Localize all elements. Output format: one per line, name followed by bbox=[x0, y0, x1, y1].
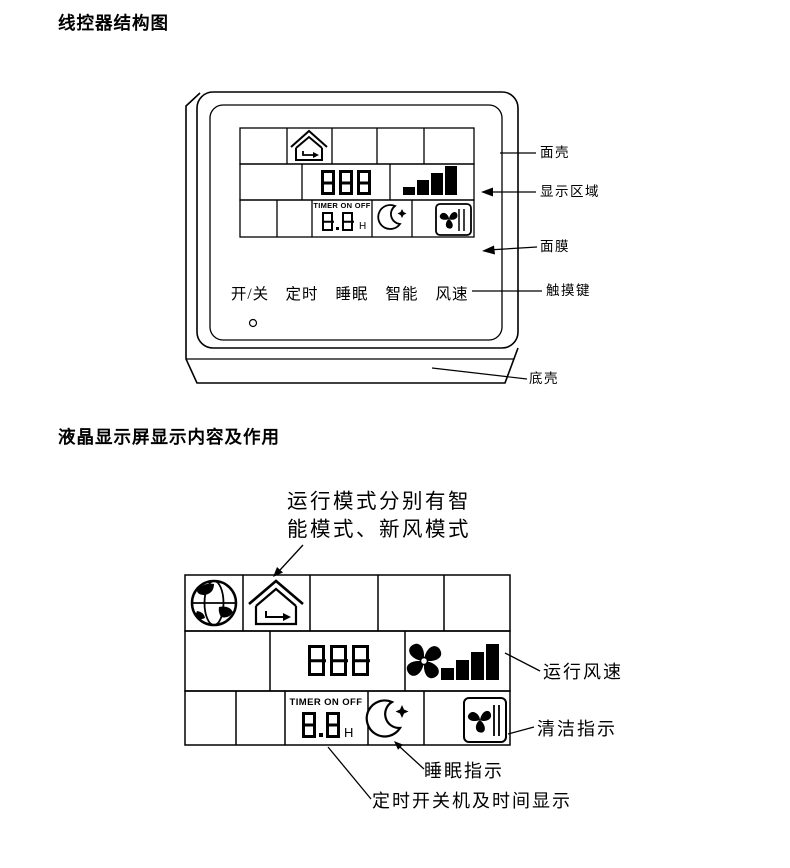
timer-7seg-display bbox=[302, 712, 340, 738]
callout-timer: 定时开关机及时间显示 bbox=[372, 791, 572, 811]
segment-digit bbox=[326, 712, 340, 738]
mode-annotation: 运行模式分别有智 能模式、新风模式 bbox=[281, 488, 477, 544]
callout-touch-key: 触摸键 bbox=[546, 283, 591, 298]
fresh-air-mode-icon bbox=[290, 129, 328, 161]
temperature-7seg-display bbox=[308, 645, 369, 676]
segment-digit bbox=[321, 170, 335, 195]
callout-front-shell: 面壳 bbox=[540, 145, 570, 160]
mode-annotation-line1: 运行模式分别有智 bbox=[287, 491, 471, 513]
lcd-drawing bbox=[184, 544, 541, 800]
callout-lines bbox=[273, 544, 541, 800]
callout-clean: 清洁指示 bbox=[537, 719, 617, 739]
lcd-content-diagram: 运行模式分别有智 能模式、新风模式 TIMER ON OFF H 运行风速 清洁… bbox=[0, 455, 790, 868]
callout-face-film: 面膜 bbox=[540, 239, 570, 254]
decimal-point bbox=[319, 733, 323, 737]
sleep-moon-icon bbox=[365, 699, 409, 738]
touch-key-smart: 智能 bbox=[385, 286, 419, 303]
hour-unit-label: H bbox=[344, 725, 354, 740]
hour-unit-label: H bbox=[359, 221, 367, 232]
touch-key-timer: 定时 bbox=[285, 286, 319, 303]
timer-7seg-display bbox=[322, 212, 353, 231]
section2-title: 液晶显示屏显示内容及作用 bbox=[58, 427, 280, 447]
segment-digit bbox=[330, 645, 347, 676]
decimal-point bbox=[336, 227, 339, 230]
fan-speed-bars-icon bbox=[403, 166, 457, 195]
fresh-air-mode-icon bbox=[248, 579, 304, 626]
callout-sleep: 睡眠指示 bbox=[424, 761, 504, 781]
fan-icon bbox=[406, 643, 442, 679]
temperature-7seg-display bbox=[321, 170, 371, 195]
mode-annotation-line2: 能模式、新风模式 bbox=[287, 519, 471, 541]
touch-key-power: 开/关 bbox=[230, 286, 270, 303]
callout-bottom-shell: 底壳 bbox=[529, 371, 559, 386]
clean-indicator-icon bbox=[463, 697, 507, 743]
segment-digit bbox=[342, 212, 353, 231]
timer-on-off-label: TIMER ON OFF bbox=[289, 697, 363, 708]
lcd-grid bbox=[239, 127, 475, 238]
segment-digit bbox=[302, 712, 316, 738]
callout-lines bbox=[431, 152, 542, 380]
sleep-moon-icon bbox=[377, 204, 407, 230]
segment-digit bbox=[352, 645, 369, 676]
fan-speed-bars-icon bbox=[441, 644, 499, 680]
section1-title: 线控器结构图 bbox=[58, 13, 169, 33]
segment-digit bbox=[339, 170, 353, 195]
touch-key-fanspeed: 风速 bbox=[435, 286, 469, 303]
touch-key-sleep: 睡眠 bbox=[335, 286, 369, 303]
clean-indicator-icon bbox=[435, 203, 472, 236]
segment-digit bbox=[322, 212, 333, 231]
smart-mode-globe-icon bbox=[190, 579, 238, 627]
segment-digit bbox=[357, 170, 371, 195]
timer-on-off-label: TIMER ON OFF bbox=[313, 201, 371, 210]
segment-digit bbox=[308, 645, 325, 676]
controller-drawing bbox=[185, 91, 542, 384]
controller-structure-diagram: TIMER ON OFF H 开/关 定时 睡眠 智能 风速 面壳 显示区域 面… bbox=[0, 70, 790, 410]
lcd-grid bbox=[184, 574, 511, 746]
callout-fan-speed: 运行风速 bbox=[543, 662, 623, 682]
indicator-led bbox=[248, 318, 258, 328]
callout-display-area: 显示区域 bbox=[540, 184, 600, 199]
